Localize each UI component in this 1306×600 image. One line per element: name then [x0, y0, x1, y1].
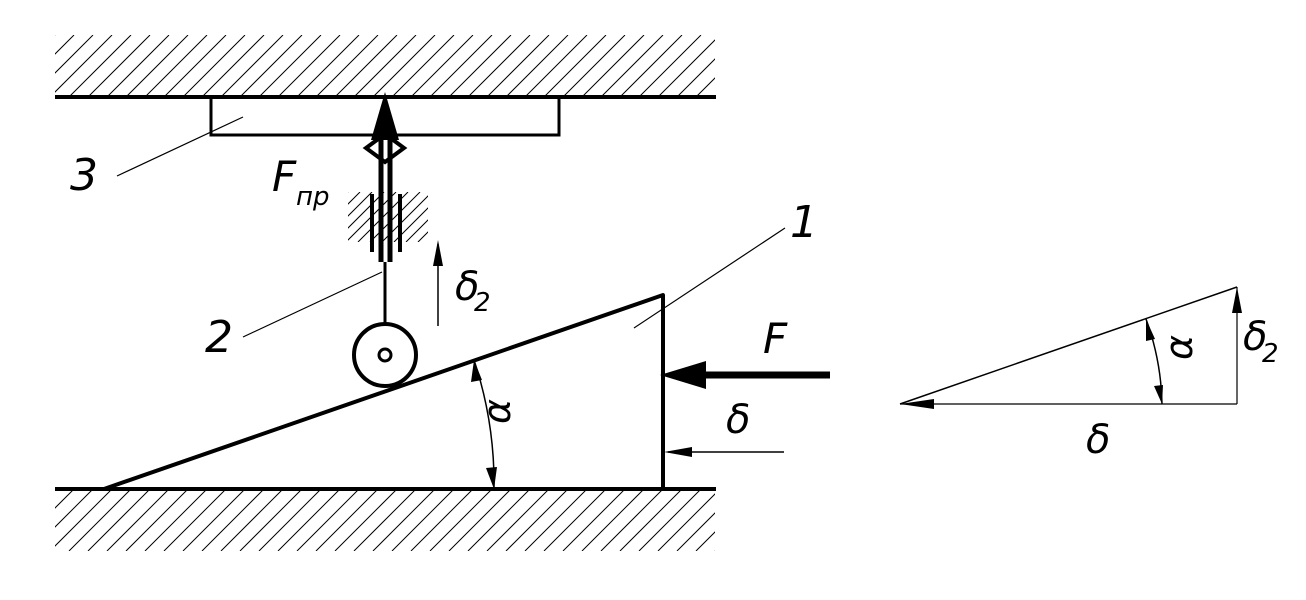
triangle-angle-label: α [1157, 335, 1201, 360]
spring-force-label: F [272, 152, 297, 201]
displacement-arrowhead [664, 447, 692, 457]
wedge-angle-arrow-bottom [486, 467, 497, 489]
part-2-label: 2 [205, 312, 233, 363]
triangle-angle-arrow-bottom [1154, 385, 1163, 404]
triangle-displacement-2-label: δ [1243, 314, 1267, 360]
part-1-wedge [102, 293, 665, 491]
triangle-displacement-2-subscript: 2 [1262, 339, 1279, 369]
displacement-triangle [899, 286, 1242, 409]
guide-bushing-hatching [348, 192, 428, 242]
displacement-2-subscript: 2 [474, 288, 491, 318]
force-f-label: F [763, 314, 788, 363]
triangle-angle-arrow-top [1146, 319, 1155, 341]
top-ground-hatching [55, 35, 715, 97]
wedge-angle-label: α [475, 399, 519, 424]
part-1-label: 1 [790, 197, 818, 248]
roller [352, 322, 418, 388]
triangle-hypotenuse [899, 286, 1238, 405]
displacement-2-label: δ [455, 264, 479, 310]
triangle-base-arrowhead [900, 399, 934, 409]
triangle-displacement-label: δ [1086, 417, 1110, 463]
part-3-label: 3 [70, 150, 98, 201]
leader-line-2 [242, 271, 383, 338]
displacement-2-arrowhead [433, 240, 443, 266]
force-f-arrowhead [660, 361, 706, 389]
roller-axle [377, 347, 393, 363]
displacement-label: δ [726, 397, 750, 443]
spring-force-subscript: пр [296, 182, 330, 212]
spring-force-arrowhead [371, 92, 399, 140]
spring-force-diamond [362, 131, 408, 165]
leader-line-3 [116, 116, 244, 177]
triangle-vertical-arrowhead [1232, 287, 1242, 313]
leader-line-1 [633, 227, 786, 329]
bottom-ground-hatching [55, 489, 715, 551]
wedge-angle-arrow-top [471, 360, 482, 382]
